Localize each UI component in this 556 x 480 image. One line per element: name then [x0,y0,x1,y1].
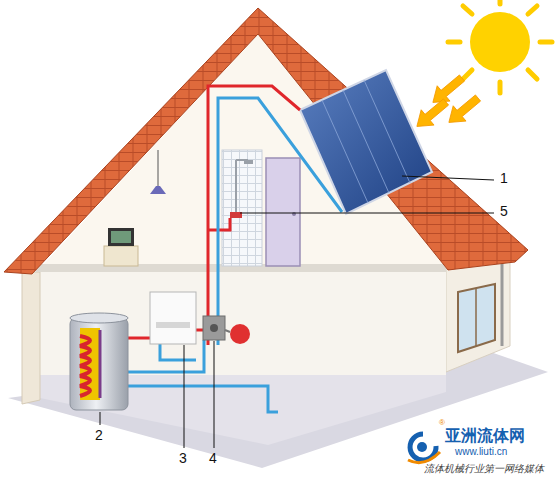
boiler [156,322,190,328]
sun-rays-arrows [410,94,452,134]
boiler [150,292,196,344]
sun-rays-arrows [410,70,484,134]
upstairs-room [158,150,159,186]
watermark-title: 亚洲流体网 [445,427,525,445]
sun [448,0,552,93]
upstairs-room [111,231,131,243]
boiler [150,292,196,344]
watermark-logo [408,434,440,463]
leader-line [100,176,494,448]
shower [244,160,253,164]
leader-line [402,176,494,180]
sun [448,40,460,45]
callout-number: 1 [500,171,508,186]
hot-pipe [128,337,150,340]
sun [470,12,530,72]
storage-tank [70,318,128,410]
sun [448,0,552,93]
sun-rays-arrows [442,90,484,130]
leader-line [214,341,215,448]
house [22,272,40,404]
upstairs-room [108,228,134,246]
storage-tank [70,313,128,410]
callout-number: 2 [95,428,103,443]
sun [498,0,503,4]
pump-station [210,324,218,332]
pump-station [225,330,230,332]
cold-pipe [160,344,196,360]
hot-pipe [208,86,300,345]
leader-line [184,345,185,448]
sun [528,6,537,14]
house [446,258,510,372]
storage-tank [80,328,100,400]
sun [463,6,472,14]
house [4,8,528,274]
pump-station [203,316,250,344]
watermark-url: www.liuti.cn [455,446,507,457]
watermark-logo [408,452,440,463]
cold-pipe [128,340,204,372]
cold-pipe [218,98,342,345]
upstairs-room [150,186,166,194]
watermark-logo [410,434,436,460]
leader-line [100,412,101,425]
leader-line [240,213,494,214]
upstairs-room [222,150,262,266]
trademark-mark: ® [439,419,445,428]
cold-pipe [128,98,342,412]
pump-station [203,316,225,340]
sun [463,70,472,79]
house [458,284,495,352]
solar-collector [300,70,432,214]
shower [230,160,253,218]
storage-tank [80,336,90,396]
upstairs-room [104,150,300,266]
cold-pipe [128,386,278,412]
house [475,288,477,346]
storage-tank [70,313,128,323]
house [4,8,528,445]
solar-collector [300,70,432,214]
sun [498,82,503,93]
pump-station [230,324,250,344]
storage-tank [99,330,102,398]
shower [235,160,237,212]
solar-collector [322,80,410,203]
sun [528,70,537,79]
watermark-logo [417,442,427,452]
callout-number: 4 [209,451,217,466]
hot-pipe [128,86,300,345]
sun [540,40,552,45]
house [501,262,504,346]
watermark-tagline: 流体机械行业第一网络媒体 [424,463,544,474]
upstairs-room [104,246,138,266]
house [40,34,446,268]
upstairs-room [266,158,300,266]
callout-number: 3 [179,451,187,466]
callout-number: 5 [500,204,508,219]
